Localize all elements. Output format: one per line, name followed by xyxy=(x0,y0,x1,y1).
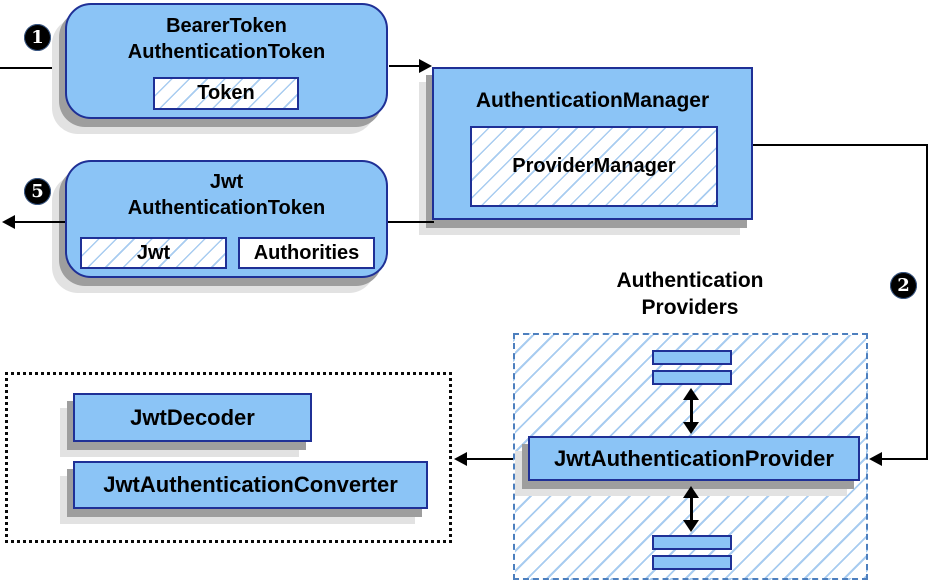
provider-manager-label: ProviderManager xyxy=(512,155,676,177)
node-jwt-decoder: JwtDecoder xyxy=(73,393,312,442)
other-provider-bar xyxy=(652,535,732,550)
node-jwt-authentication-token: Jwt AuthenticationToken Jwt Authorities xyxy=(65,160,388,278)
node-jwt-authentication-provider: JwtAuthenticationProvider xyxy=(528,436,860,481)
step-badge-2: 2 xyxy=(890,272,917,299)
incoming-request-line xyxy=(0,67,66,69)
node-bearer-token-authentication-token: BearerToken AuthenticationToken Token xyxy=(65,3,388,119)
manager-to-provider-line-right xyxy=(926,144,928,460)
outgoing-line xyxy=(13,221,65,223)
bearer-token-title-line2: AuthenticationToken xyxy=(127,41,326,63)
jwt-inner-box: Jwt xyxy=(80,237,227,269)
node-authentication-manager: AuthenticationManager ProviderManager xyxy=(432,67,753,220)
jwt-authentication-provider-label: JwtAuthenticationProvider xyxy=(554,445,834,471)
provider-list-arrow-bottom-icon xyxy=(683,486,699,532)
provider-manager-inner-box: ProviderManager xyxy=(470,126,718,207)
authentication-manager-title: AuthenticationManager xyxy=(475,89,710,112)
jwt-label: Jwt xyxy=(136,241,171,264)
outgoing-arrowhead-icon xyxy=(2,215,15,229)
bearer-to-manager-line xyxy=(389,65,421,67)
manager-to-provider-line-top xyxy=(753,144,928,146)
authorities-inner-box: Authorities xyxy=(238,237,375,269)
jwt-authentication-converter-label: JwtAuthenticationConverter xyxy=(103,472,398,497)
authentication-providers-label-line1: Authentication xyxy=(616,269,764,292)
jwt-token-title-line1: Jwt xyxy=(209,171,244,193)
manager-to-provider-arrowhead-icon xyxy=(869,452,882,466)
other-provider-bar xyxy=(652,350,732,365)
bearer-to-manager-arrowhead-icon xyxy=(419,59,432,73)
bearer-token-title-line1: BearerToken xyxy=(166,15,287,37)
jwt-decoder-label: JwtDecoder xyxy=(130,404,255,430)
jwt-token-title-line2: AuthenticationToken xyxy=(127,197,326,219)
authentication-providers-label-line2: Providers xyxy=(641,296,739,319)
provider-to-collaborators-arrowhead-icon xyxy=(454,452,467,466)
authentication-providers-label: Authentication Providers xyxy=(560,267,820,321)
node-jwt-authentication-converter: JwtAuthenticationConverter xyxy=(73,461,428,509)
token-inner-box: Token xyxy=(153,77,299,110)
other-provider-bar xyxy=(652,370,732,385)
provider-to-collaborators-line xyxy=(466,458,513,460)
manager-to-jwt-token-line xyxy=(388,221,434,223)
authorities-label: Authorities xyxy=(253,241,360,264)
provider-list-arrow-top-icon xyxy=(683,388,699,434)
manager-to-provider-line-bottom xyxy=(881,458,928,460)
token-label: Token xyxy=(197,82,255,104)
step-badge-5: 5 xyxy=(24,178,51,205)
step-badge-1: 1 xyxy=(24,24,51,51)
other-provider-bar xyxy=(652,555,732,570)
